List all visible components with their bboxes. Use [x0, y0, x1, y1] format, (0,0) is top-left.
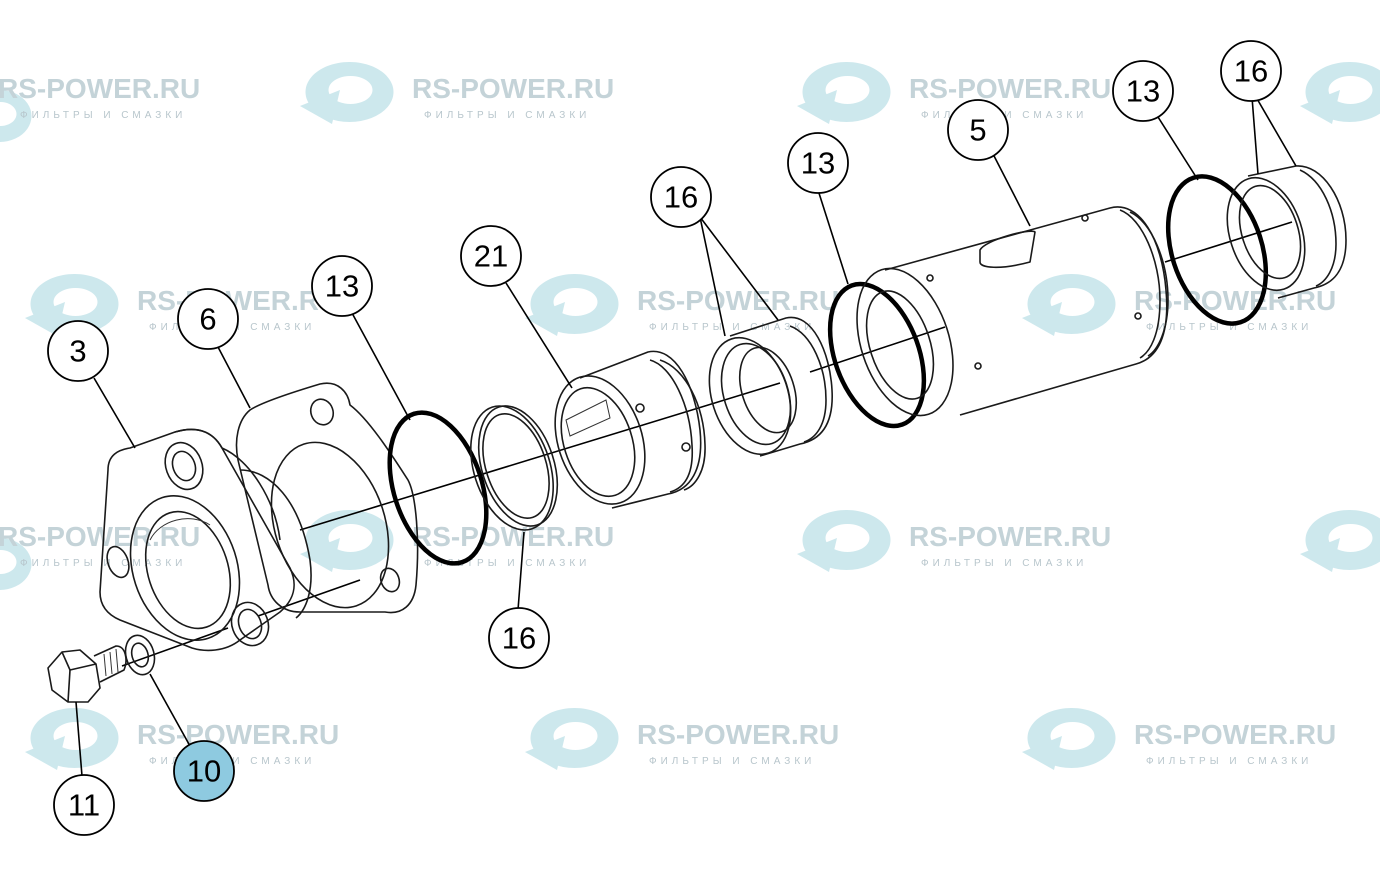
leader-16b — [517, 531, 525, 611]
watermark-logo-icon — [0, 90, 32, 142]
watermark-tagline: ФИЛЬТРЫ И СМАЗКИ — [20, 558, 186, 569]
watermark: RS-POWER.RU ФИЛЬТРЫ И СМАЗКИ — [25, 708, 339, 770]
part-16-ring — [470, 405, 559, 531]
part-6-gasket — [235, 382, 419, 619]
leader-3 — [93, 377, 136, 449]
callout-13: 13 — [311, 255, 373, 317]
watermark-brand: RS-POWER.RU — [1134, 719, 1336, 750]
leader-13b — [817, 189, 849, 285]
watermark-brand: RS-POWER.RU — [137, 285, 339, 316]
watermark: RS-POWER.RU ФИЛЬТРЫ И СМАЗКИ — [0, 73, 200, 142]
callout-label: 3 — [69, 334, 86, 369]
watermark-brand: RS-POWER.RU — [412, 73, 614, 104]
watermark-logo-icon — [525, 274, 619, 336]
callout-13: 13 — [1112, 60, 1174, 122]
part-16-seal — [708, 316, 833, 457]
leader-16c-2 — [1255, 96, 1297, 167]
part-13-oring — [1165, 174, 1269, 326]
callout-label: 16 — [1234, 54, 1268, 89]
watermark-tagline: ФИЛЬТРЫ И СМАЗКИ — [1146, 322, 1312, 333]
callout-label: 16 — [502, 621, 536, 656]
watermark-tagline: ФИЛЬТРЫ И СМАЗКИ — [20, 110, 186, 121]
leader-16a-1 — [699, 216, 726, 337]
leader-13c — [1157, 116, 1199, 181]
callout-6: 6 — [177, 288, 239, 350]
watermark-logo-icon — [300, 510, 394, 572]
leader-6 — [217, 346, 251, 409]
watermark-logo-icon — [25, 274, 119, 336]
watermark: RS-POWER.RU ФИЛЬТРЫ И СМАЗКИ — [525, 708, 839, 770]
callout-label: 13 — [325, 269, 359, 304]
callout-label: 5 — [969, 113, 986, 148]
part-16-seal — [1226, 165, 1347, 299]
watermark-brand: RS-POWER.RU — [637, 719, 839, 750]
watermark-logo-icon — [525, 708, 619, 770]
callout-label: 13 — [801, 146, 835, 181]
leader-lines — [75, 96, 1297, 777]
watermark: RS-POWER.RU ФИЛЬТРЫ И СМАЗКИ — [300, 62, 614, 124]
leader-13a — [351, 312, 411, 421]
callout-11: 11 — [53, 774, 115, 836]
part-21-bushing — [554, 350, 706, 509]
leader-10 — [149, 673, 191, 747]
watermark-brand: RS-POWER.RU — [0, 73, 200, 104]
part-3-flange — [99, 428, 295, 652]
watermark-brand: RS-POWER.RU — [637, 285, 839, 316]
watermark-tagline: ФИЛЬТРЫ И СМАЗКИ — [424, 558, 590, 569]
leader-21 — [505, 282, 573, 389]
watermark: RS-POWER.RU ФИЛЬТРЫ И СМАЗКИ — [797, 510, 1111, 572]
watermark-logo-icon — [300, 62, 394, 124]
watermark-logo-icon — [0, 538, 32, 590]
watermark-logo-icon — [1300, 510, 1380, 572]
leader-16a-2 — [699, 216, 779, 321]
part-13-oring — [827, 281, 927, 429]
callout-16: 16 — [1220, 40, 1282, 102]
callouts: 3 6 13 21 16 13 5 13 — [47, 40, 1282, 836]
watermark-logo-icon — [1022, 274, 1116, 336]
callout-13: 13 — [787, 132, 849, 194]
watermark-tagline: ФИЛЬТРЫ И СМАЗКИ — [649, 322, 815, 333]
watermark-brand: RS-POWER.RU — [137, 719, 339, 750]
callout-21: 21 — [460, 225, 522, 287]
watermark — [1300, 62, 1380, 124]
watermark-tagline: ФИЛЬТРЫ И СМАЗКИ — [921, 558, 1087, 569]
watermark-logo-icon — [1022, 708, 1116, 770]
watermark-logo-icon — [797, 62, 891, 124]
assembly-axis — [121, 221, 1293, 667]
callout-label: 21 — [474, 239, 508, 274]
watermark: RS-POWER.RU ФИЛЬТРЫ И СМАЗКИ — [1022, 274, 1336, 336]
watermark-brand: RS-POWER.RU — [909, 73, 1111, 104]
watermark-tagline: ФИЛЬТРЫ И СМАЗКИ — [649, 756, 815, 767]
watermark-brand: RS-POWER.RU — [909, 521, 1111, 552]
part-5-cylinder — [856, 206, 1169, 417]
watermark-logo-icon — [25, 708, 119, 770]
callout-label: 6 — [199, 302, 216, 337]
callout-label: 13 — [1126, 74, 1160, 109]
leader-5 — [991, 151, 1031, 227]
callout-label: 10 — [187, 754, 221, 789]
watermark-logo-icon — [1300, 62, 1380, 124]
callout-16: 16 — [488, 607, 550, 669]
callout-label: 16 — [664, 180, 698, 215]
watermark: RS-POWER.RU ФИЛЬТРЫ И СМАЗКИ — [1022, 708, 1336, 770]
watermark: RS-POWER.RU ФИЛЬТРЫ И СМАЗКИ — [525, 274, 839, 336]
watermark — [1300, 510, 1380, 572]
watermark-logo-icon — [797, 510, 891, 572]
watermark-tagline: ФИЛЬТРЫ И СМАЗКИ — [424, 110, 590, 121]
callout-10: 10 — [173, 740, 235, 802]
part-13-oring — [387, 410, 489, 566]
leader-16c-1 — [1251, 96, 1259, 175]
watermark: RS-POWER.RU ФИЛЬТРЫ И СМАЗКИ — [300, 510, 614, 572]
part-11-bolt — [47, 645, 127, 703]
watermark-brand: RS-POWER.RU — [412, 521, 614, 552]
leader-11 — [75, 701, 83, 777]
callout-5: 5 — [947, 99, 1009, 161]
callout-3: 3 — [47, 320, 109, 382]
watermark-tagline: ФИЛЬТРЫ И СМАЗКИ — [1146, 756, 1312, 767]
callout-16: 16 — [650, 166, 712, 228]
watermark-brand: RS-POWER.RU — [0, 521, 200, 552]
callout-label: 11 — [68, 788, 100, 823]
